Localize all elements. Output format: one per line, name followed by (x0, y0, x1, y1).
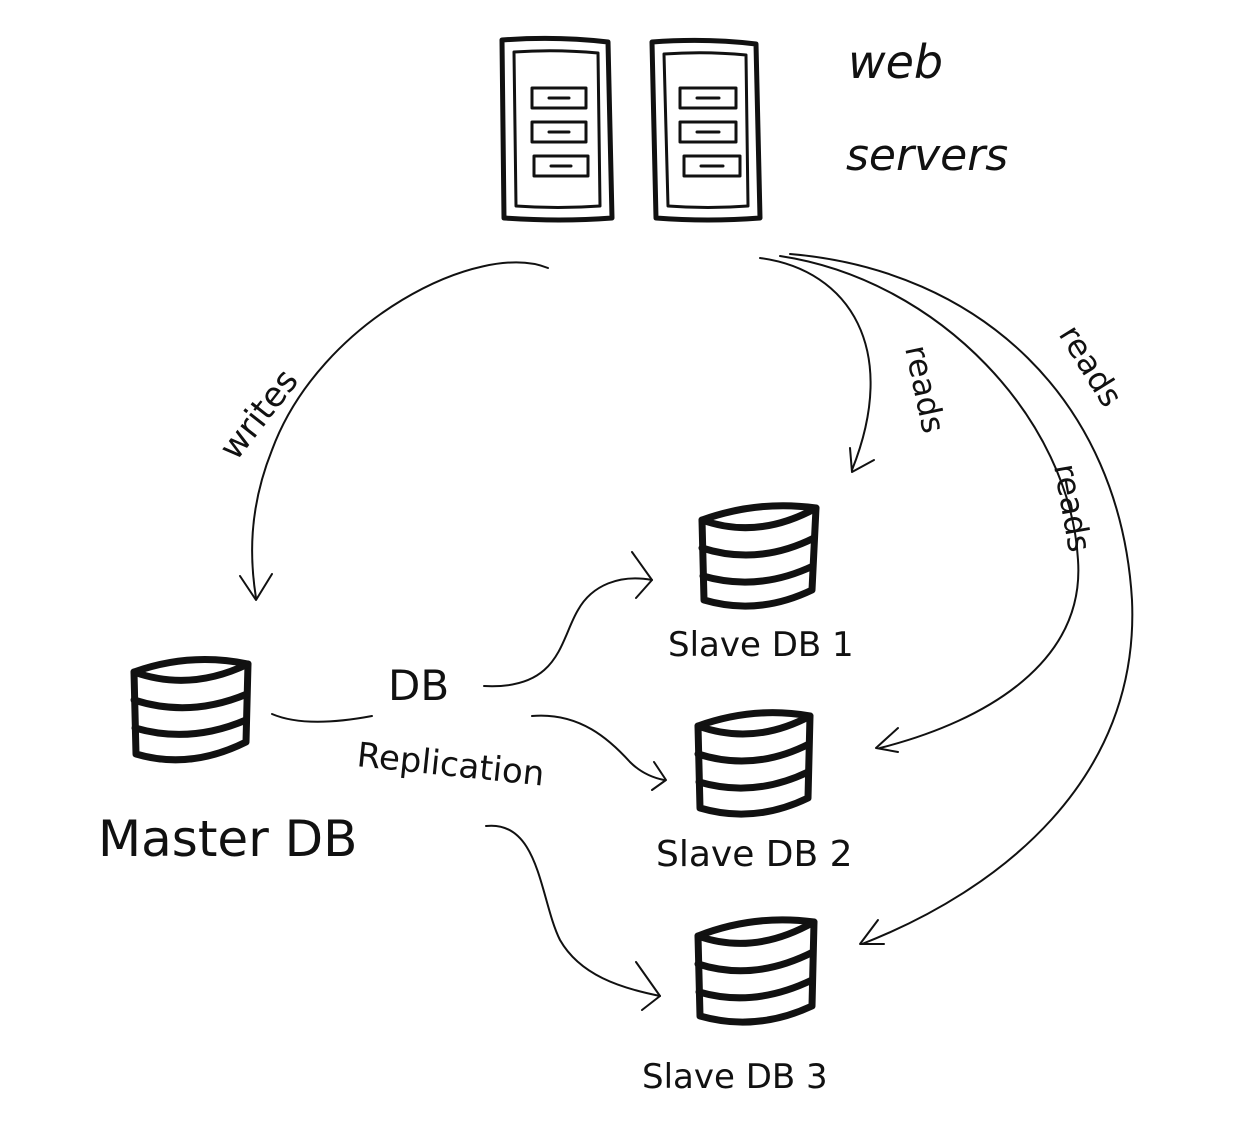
master-db-icon (130, 656, 252, 764)
web-servers-label-line1: web (848, 35, 943, 89)
reads-arrow-slave-3 (789, 253, 1134, 945)
replication-link-master (271, 713, 373, 723)
slave-db-1-label: Slave DB 1 (668, 625, 854, 665)
master-db-label: Master DB (98, 810, 357, 868)
slave-db-3-icon (694, 916, 818, 1026)
writes-label: writes (212, 362, 307, 468)
reads-arrow-slave-2 (779, 255, 1080, 753)
slave-db-3-label: Slave DB 3 (642, 1057, 828, 1097)
replication-arrow-slave-2 (531, 714, 667, 791)
web-server-2 (649, 37, 763, 223)
replication-label-line2: Replication (355, 735, 546, 794)
reads-label-1: reads (897, 342, 953, 437)
slave-db-1-icon (698, 502, 820, 610)
slave-db-2-label: Slave DB 2 (656, 834, 853, 875)
replication-arrow-slave-1 (483, 551, 653, 688)
slave-db-2-icon (694, 709, 814, 818)
web-servers-label-line2: servers (846, 130, 1008, 181)
reads-arrow-slave-1 (759, 257, 875, 473)
web-server-1 (499, 35, 615, 223)
reads-label-2: reads (1046, 461, 1099, 555)
replication-arrow-slave-3 (485, 824, 661, 1011)
replication-label-line1: DB (388, 661, 449, 710)
writes-arrow (239, 261, 549, 601)
